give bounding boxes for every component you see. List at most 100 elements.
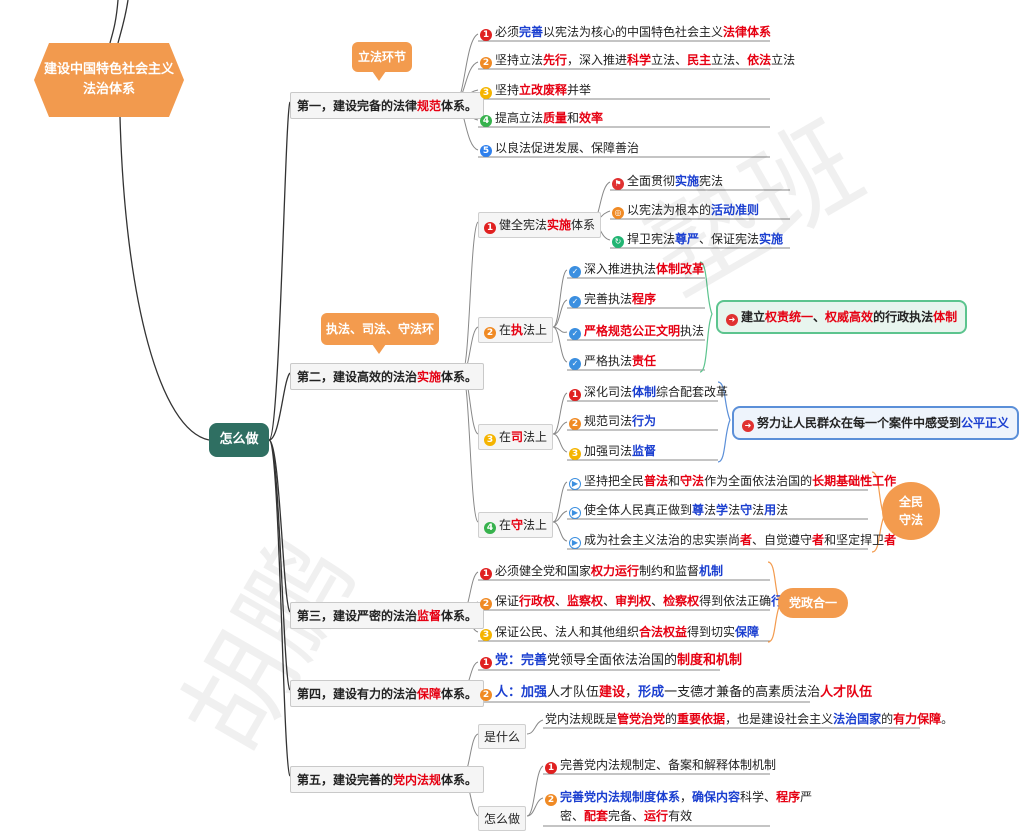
blue-keyword: 实施 bbox=[675, 174, 700, 188]
play-icon: ▶ bbox=[569, 507, 581, 519]
topic-1-label: 第一，建设完备的法律 bbox=[297, 99, 418, 113]
red-keyword: 有力保障 bbox=[893, 712, 942, 726]
number-1-icon: 1 bbox=[569, 389, 581, 401]
refresh-icon: ↻ bbox=[612, 236, 624, 248]
blue-keyword: 监督 bbox=[632, 444, 657, 458]
check-icon: ✓ bbox=[569, 358, 581, 370]
red-keyword: 立改废释 bbox=[519, 83, 568, 97]
text-segment: 并举 bbox=[567, 83, 592, 97]
red-keyword: 者 bbox=[812, 533, 825, 547]
blue-keyword: 学 bbox=[716, 503, 729, 517]
text-segment: 人才队伍 bbox=[547, 685, 600, 700]
text-segment: ， bbox=[625, 685, 639, 700]
s4-item[interactable]: ▶成为社会主义法治的忠实崇尚者、自觉遵守者和坚定捍卫者 bbox=[569, 532, 896, 549]
callout-lifa-text: 立法环节 bbox=[357, 50, 406, 64]
text-segment: 捍卫宪法 bbox=[627, 232, 676, 246]
red-keyword: 责任 bbox=[632, 354, 657, 368]
s2-item[interactable]: ✓严格执法责任 bbox=[569, 353, 656, 370]
blue-keyword: 法治国家 bbox=[833, 712, 882, 726]
summary-sifa-text: 努力让人民群众在每一个案件中感受到公平正义 bbox=[757, 416, 1009, 430]
callout-zhifa-pointer bbox=[372, 344, 386, 354]
text-segment: 努力让人民群众在每一个案件中感受到 bbox=[757, 416, 962, 430]
root-line1: 建设中国特色社会主义 bbox=[43, 62, 174, 77]
text-segment: 得到依法正确 bbox=[699, 594, 772, 608]
text-segment: ，也是建设社会主义 bbox=[725, 712, 834, 726]
topic-1[interactable]: 第一，建设完备的法律规范体系。 bbox=[290, 92, 485, 119]
pill-quanmin-shoufa[interactable]: 全民 守法 bbox=[882, 482, 940, 540]
blue-keyword: 确保内容 bbox=[692, 790, 741, 804]
t5-what-text[interactable]: 党内法规既是管党治党的重要依据，也是建设社会主义法治国家的有力保障。 bbox=[545, 711, 953, 727]
s1-item-text: 全面贯彻实施宪法 bbox=[627, 174, 723, 188]
text-segment: 和 bbox=[668, 474, 681, 488]
pill-dangzheng[interactable]: 党政合一 bbox=[778, 588, 848, 618]
t5-how-item[interactable]: 密、配套完备、运行有效 bbox=[560, 808, 692, 824]
summary-zhifa[interactable]: ➜建立权责统一、权威高效的行政执法体制 bbox=[716, 300, 968, 334]
sub-pre: 在 bbox=[499, 323, 512, 337]
how-node[interactable]: 怎么做 bbox=[209, 423, 269, 457]
blue-keyword: 活动准则 bbox=[711, 203, 760, 217]
number-icon-4: 4 bbox=[484, 522, 496, 534]
s4-item[interactable]: ▶使全体人民真正做到尊法学法守法用法 bbox=[569, 502, 788, 519]
blue-keyword: 实施 bbox=[759, 232, 784, 246]
text-segment: 严 bbox=[800, 790, 813, 804]
s1-item[interactable]: ⚑全面贯彻实施宪法 bbox=[612, 173, 723, 190]
s2-item[interactable]: ✓完善执法程序 bbox=[569, 291, 656, 308]
red-keyword: 管党治党 bbox=[617, 712, 666, 726]
s1-item[interactable]: ◎以宪法为根本的活动准则 bbox=[612, 202, 759, 219]
text-segment: 加强司法 bbox=[584, 444, 633, 458]
s2-item-text: 严格规范公正文明执法 bbox=[584, 324, 704, 338]
s2-item[interactable]: ✓严格规范公正文明执法 bbox=[569, 323, 704, 340]
summary-sifa[interactable]: ➜努力让人民群众在每一个案件中感受到公平正义 bbox=[732, 406, 1020, 440]
blue-keyword: 尊严 bbox=[675, 232, 700, 246]
s2-item[interactable]: ✓深入推进执法体制改革 bbox=[569, 261, 704, 278]
topic-3[interactable]: 第三，建设严密的法治监督体系。 bbox=[290, 602, 485, 629]
t5-what[interactable]: 是什么 bbox=[478, 724, 527, 749]
sub-tail: 法上 bbox=[523, 518, 548, 532]
red-keyword: 人才队伍 bbox=[820, 685, 873, 700]
number-icon-3: 3 bbox=[484, 434, 496, 446]
topic-5-highlight: 党内法规 bbox=[393, 773, 442, 787]
t5-how[interactable]: 怎么做 bbox=[478, 806, 527, 831]
text-segment: 制约和监督 bbox=[639, 564, 700, 578]
topic-2-tail: 体系。 bbox=[441, 370, 478, 384]
blue-keyword: 党： bbox=[495, 653, 522, 668]
red-keyword: 体制改革 bbox=[656, 262, 705, 276]
text-segment: 法 bbox=[752, 503, 765, 517]
pill-line2: 守法 bbox=[898, 513, 923, 527]
s1-item[interactable]: ↻捍卫宪法尊严、保证宪法实施 bbox=[612, 231, 783, 248]
topic-2-label: 第二，建设高效的法治 bbox=[297, 370, 418, 384]
topic-2-highlight: 实施 bbox=[417, 370, 442, 384]
topic-5[interactable]: 第五，建设完善的党内法规体系。 bbox=[290, 766, 485, 793]
text-segment: 。 bbox=[941, 712, 954, 726]
sub-pre: 在 bbox=[499, 430, 512, 444]
root-node[interactable]: 建设中国特色社会主义 法治体系 bbox=[34, 43, 184, 117]
s4-item[interactable]: ▶坚持把全民普法和守法作为全面依法治国的长期基础性工作 bbox=[569, 473, 896, 490]
text-segment: 综合配套改革 bbox=[656, 385, 729, 399]
text-segment: 保证公民、法人和其他组织 bbox=[495, 625, 640, 639]
arrow-right-icon: ➜ bbox=[726, 314, 738, 326]
s1-item-text: 以宪法为根本的活动准则 bbox=[627, 203, 759, 217]
text-segment: 提高立法 bbox=[495, 111, 544, 125]
text-segment: 、 bbox=[603, 594, 616, 608]
topic-2[interactable]: 第二，建设高效的法治实施体系。 bbox=[290, 363, 485, 390]
topic-4[interactable]: 第四，建设有力的法治保障体系。 bbox=[290, 680, 485, 707]
